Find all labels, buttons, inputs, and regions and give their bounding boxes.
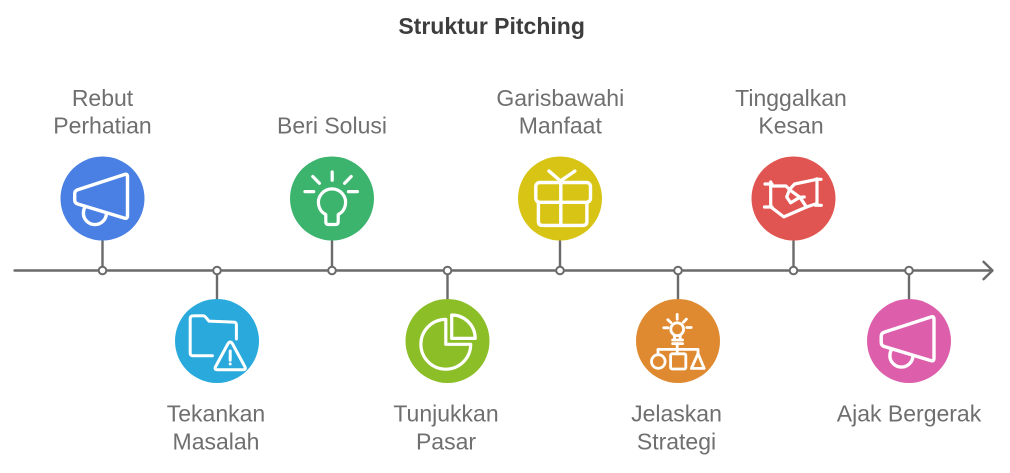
svg-text:Struktur Pitching: Struktur Pitching: [398, 13, 585, 39]
svg-text:Perhatian: Perhatian: [53, 113, 151, 139]
svg-text:Ajak Bergerak: Ajak Bergerak: [837, 401, 982, 427]
svg-text:Tekankan: Tekankan: [167, 401, 265, 427]
svg-text:Garisbawahi: Garisbawahi: [496, 85, 624, 111]
svg-text:Jelaskan: Jelaskan: [631, 401, 722, 427]
svg-text:Tinggalkan: Tinggalkan: [735, 85, 847, 111]
svg-text:Manfaat: Manfaat: [519, 113, 603, 139]
svg-text:Pasar: Pasar: [416, 428, 476, 454]
svg-text:Kesan: Kesan: [758, 113, 823, 139]
svg-text:Tunjukkan: Tunjukkan: [393, 401, 498, 427]
svg-text:Strategi: Strategi: [637, 428, 716, 454]
svg-text:Rebut: Rebut: [72, 85, 134, 111]
svg-text:Masalah: Masalah: [173, 428, 260, 454]
svg-text:Beri Solusi: Beri Solusi: [277, 113, 387, 139]
